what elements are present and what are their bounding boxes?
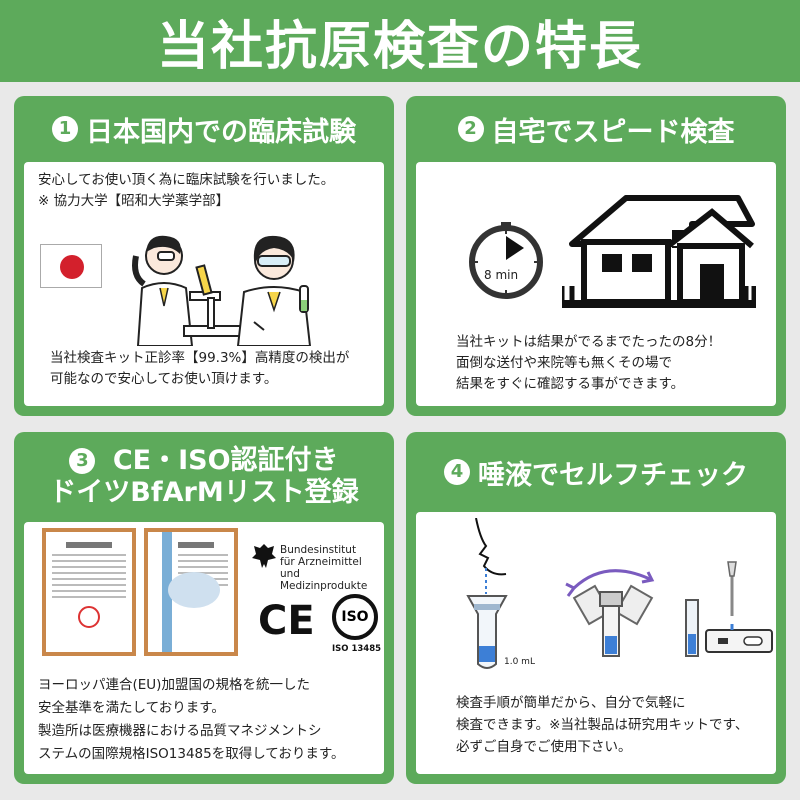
scientists-icon bbox=[132, 235, 312, 346]
panel-text-top: 安心してお使い頂く為に臨床試験を行いました。 ※ 協力大学【昭和大学薬学部】 bbox=[38, 170, 334, 212]
bfarm-line: und Medizinprodukte bbox=[280, 568, 368, 592]
text-line: 検査手順が簡単だから、自分で気軽に bbox=[456, 695, 686, 711]
feature-number-badge: 1 bbox=[52, 116, 78, 142]
test-procedure-illustration: 1.0 mL bbox=[466, 518, 773, 669]
iso-standard-label: ISO 13485 bbox=[332, 644, 382, 654]
text-line: ※ 協力大学【昭和大学薬学部】 bbox=[38, 193, 230, 209]
bfarm-line: Bundesinstitut bbox=[280, 544, 357, 556]
tube-volume-label: 1.0 mL bbox=[504, 657, 535, 667]
feature-number-badge: 4 bbox=[444, 459, 470, 485]
panel-text: 検査手順が簡単だから、自分で気軽に 検査できます。※当社製品は研究用キットです、… bbox=[456, 692, 748, 758]
text-line: 検査できます。※当社製品は研究用キットです、 bbox=[456, 717, 749, 733]
panel-header: 1 日本国内での臨床試験 bbox=[14, 96, 394, 162]
panel-body: 安心してお使い頂く為に臨床試験を行いました。 ※ 協力大学【昭和大学薬学部】 bbox=[24, 162, 384, 406]
text-line: ステムの国際規格ISO13485を取得しております。 bbox=[38, 746, 345, 762]
bfarm-line: für Arzneimittel bbox=[280, 556, 362, 568]
panel-text: 当社キットは結果がでるまでたったの8分！ 面倒な送付や来院等も無くその場で 結果… bbox=[456, 332, 721, 395]
panel-header: 2 自宅でスピード検査 bbox=[406, 96, 786, 162]
japan-flag-icon bbox=[40, 244, 102, 288]
page-title: 当社抗原検査の特長 bbox=[156, 16, 643, 77]
text-line: 当社検査キット正診率【99.3%】高精度の検出が bbox=[50, 350, 350, 366]
ce-certificate-image bbox=[42, 528, 136, 656]
text-line: ヨーロッパ連合(EU)加盟国の規格を統一した bbox=[38, 677, 310, 693]
text-line: 可能なので安心してお使い頂けます。 bbox=[50, 371, 278, 387]
panel-title-line1: CE・ISO認証付き bbox=[112, 444, 339, 476]
timer-label: 8 min bbox=[484, 268, 519, 282]
iso-mark-icon: ISO bbox=[332, 594, 378, 640]
feature-panel-saliva: 4 唾液でセルフチェック 1.0 mL bbox=[406, 432, 786, 784]
ce-mark-icon: CE bbox=[258, 598, 315, 644]
panel-body: 8 min 当社キットは結果がでるまでたったの8分！ 面倒な送付や来院等も無くそ… bbox=[416, 162, 776, 406]
panel-text: ヨーロッパ連合(EU)加盟国の規格を統一した 安全基準を満たしております。 製造… bbox=[38, 674, 345, 766]
bfarm-logo: Bundesinstitut für Arzneimittel und Medi… bbox=[252, 540, 382, 592]
panel-body: Bundesinstitut für Arzneimittel und Medi… bbox=[24, 522, 384, 774]
panel-header: 3 CE・ISO認証付き ドイツBfArMリスト登録 bbox=[14, 432, 394, 522]
panel-title-line2: ドイツBfArMリスト登録 bbox=[49, 477, 359, 508]
panel-title: 日本国内での臨床試験 bbox=[86, 116, 356, 148]
house-icon bbox=[562, 195, 756, 308]
text-line: 必ずご自身でご使用下さい。 bbox=[456, 739, 632, 755]
iso-certificate-image bbox=[144, 528, 238, 656]
text-line: 当社キットは結果がでるまでたったの8分！ bbox=[456, 334, 722, 350]
panel-title: 唾液でセルフチェック bbox=[478, 459, 748, 491]
feature-panel-speed: 2 自宅でスピード検査 8 min 当社キットは結 bbox=[406, 96, 786, 416]
text-line: 安心してお使い頂く為に臨床試験を行いました。 bbox=[38, 172, 335, 188]
panel-title: 自宅でスピード検査 bbox=[491, 116, 735, 148]
text-line: 結果をすぐに確認する事ができます。 bbox=[456, 376, 685, 392]
feature-number-badge: 2 bbox=[457, 116, 484, 142]
feature-panel-clinical-trial: 1 日本国内での臨床試験 安心してお使い頂く為に臨床試験を行いました。 ※ 協力… bbox=[14, 96, 394, 416]
panel-body: 1.0 mL 検査手順が簡単だから、自分で気軽に 検査できます。※当社製品は研究… bbox=[416, 512, 776, 774]
header-banner: 当社抗原検査の特長 bbox=[0, 0, 800, 82]
feature-number-badge: 3 bbox=[69, 448, 96, 475]
panel-text-bottom: 当社検査キット正診率【99.3%】高精度の検出が 可能なので安心してお使い頂けま… bbox=[50, 348, 349, 390]
feature-panel-certification: 3 CE・ISO認証付き ドイツBfArMリスト登録 Bundesinstitu… bbox=[14, 432, 394, 784]
text-line: 製造所は医療機器における品質マネジメントシ bbox=[38, 723, 322, 739]
text-line: 面倒な送付や来院等も無くその場で bbox=[456, 355, 672, 371]
text-line: 安全基準を満たしております。 bbox=[38, 700, 225, 716]
eagle-icon bbox=[252, 544, 276, 568]
panel-header: 4 唾液でセルフチェック bbox=[406, 432, 786, 512]
timer-icon bbox=[469, 222, 543, 299]
